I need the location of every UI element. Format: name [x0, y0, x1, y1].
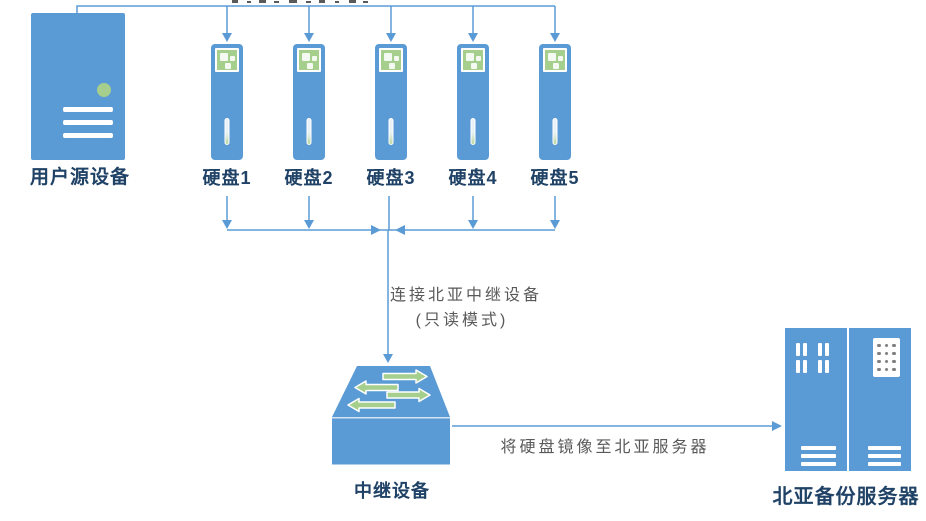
mirror-arrow-label: 将硬盘镜像至北亚服务器: [500, 439, 710, 456]
disk-led-slot-icon: [224, 118, 230, 145]
vent-slot: [825, 360, 829, 373]
disk-label: 硬盘3: [366, 168, 416, 188]
vent-bar: [63, 133, 113, 138]
hard-disk-icon: [457, 44, 489, 160]
vent-slot: [796, 343, 800, 356]
hard-disk-icon: [293, 44, 325, 160]
disk-label: 硬盘1: [202, 168, 252, 188]
hard-disk-icon: [375, 44, 407, 160]
drive-bar: [868, 462, 901, 466]
vent-bar: [63, 120, 113, 125]
relay-note-line1: 连接北亚中继设备: [389, 287, 542, 304]
switch-icon: [332, 366, 450, 465]
hard-disk-icon: [539, 44, 571, 160]
drive-bar: [801, 462, 836, 466]
disk-label: 硬盘2: [284, 168, 334, 188]
disk-led-slot-icon: [306, 118, 312, 145]
disk-label: 硬盘4: [448, 168, 498, 188]
disk-led-slot-icon: [552, 118, 558, 145]
disk-chip-icon: [215, 48, 239, 72]
source-device-label: 用户源设备: [30, 167, 131, 188]
tower-server-icon: [31, 13, 125, 160]
drive-bar: [801, 446, 836, 450]
disk-led-slot-icon: [388, 118, 394, 145]
hard-disk-icon: [211, 44, 243, 160]
backup-server-label: 北亚备份服务器: [772, 486, 920, 508]
disk-chip-icon: [379, 48, 403, 72]
disk-chip-icon: [297, 48, 321, 72]
vent-slot: [818, 360, 822, 373]
cropped-text-fragments: [232, 0, 368, 3]
vent-slot: [825, 343, 829, 356]
source-to-disks-connector: [76, 5, 560, 42]
rack-server-icon: [849, 328, 911, 471]
disk-label: 硬盘5: [530, 168, 580, 188]
switch-arrows-icon: [347, 369, 431, 413]
power-led-icon: [97, 83, 111, 97]
vent-slot: [803, 343, 807, 356]
drive-bar: [801, 454, 836, 458]
drive-bar: [868, 454, 901, 458]
vent-slot: [803, 360, 807, 373]
vent-slot: [818, 343, 822, 356]
disk-led-slot-icon: [470, 118, 476, 145]
rack-server-icon: [785, 328, 847, 471]
relay-note-line2: (只读模式): [415, 312, 509, 329]
vent-slot: [796, 360, 800, 373]
relay-device-label: 中继设备: [354, 481, 430, 501]
relay-to-server-connector: [452, 421, 782, 431]
vent-bar: [63, 107, 113, 112]
disk-chip-icon: [543, 48, 567, 72]
drive-bar: [868, 446, 901, 450]
disk-chip-icon: [461, 48, 485, 72]
dot-panel-icon: [873, 338, 900, 377]
disks-to-relay-connector: [222, 196, 560, 363]
